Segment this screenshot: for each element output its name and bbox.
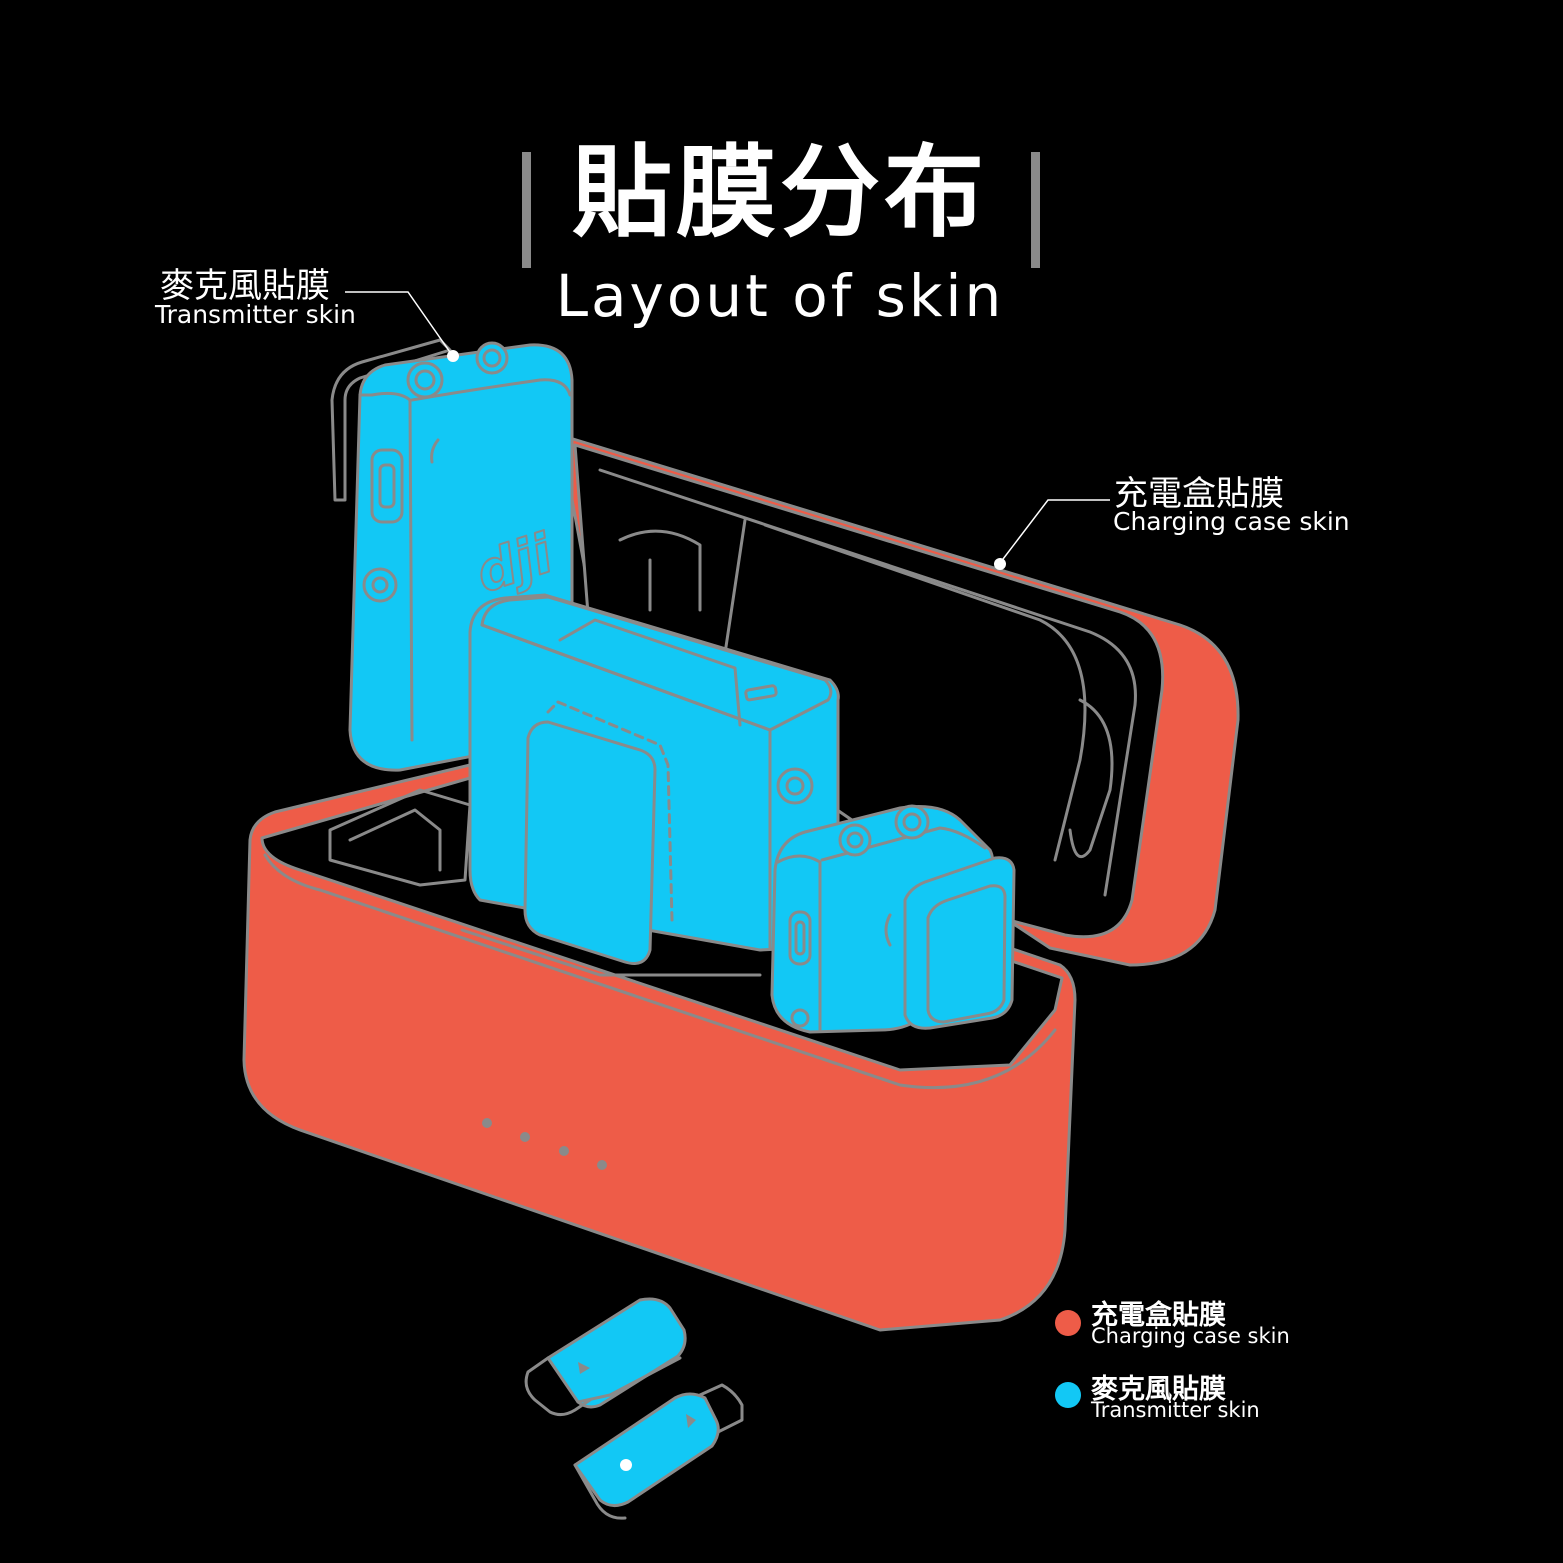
legend-transmitter-swatch	[1055, 1382, 1081, 1408]
adapter-dot	[620, 1459, 632, 1471]
callout-case-line	[1000, 500, 1110, 563]
callout-transmitter-en: Transmitter skin	[155, 300, 356, 329]
callout-case-en: Charging case skin	[1113, 507, 1350, 536]
callout-case-dot	[994, 558, 1006, 570]
usb-adapters	[526, 1299, 742, 1518]
legend-transmitter-en: Transmitter skin	[1091, 1398, 1260, 1422]
callout-transmitter-dot	[447, 350, 459, 362]
callout-transmitter-line	[345, 292, 452, 355]
transmitter-device-small	[772, 806, 1014, 1032]
legend-case-swatch	[1055, 1310, 1081, 1336]
legend-case-en: Charging case skin	[1091, 1324, 1290, 1348]
